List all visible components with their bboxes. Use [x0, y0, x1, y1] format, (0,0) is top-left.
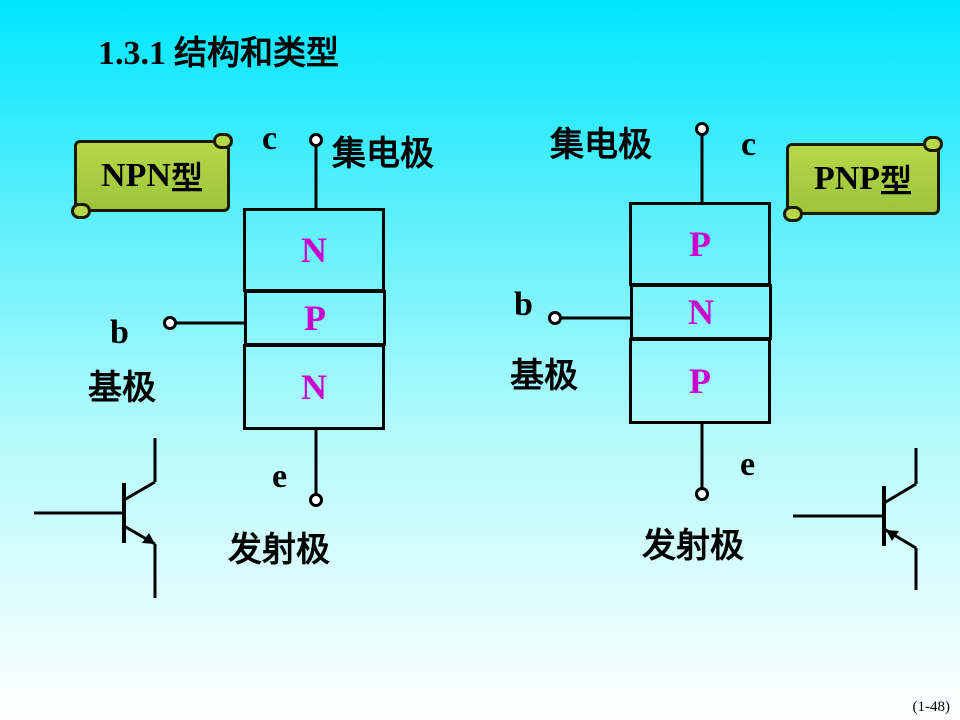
pnp-layer-emitter: P: [629, 338, 771, 424]
pnp-emitter-letter: e: [740, 446, 756, 483]
npn-badge-type: NPN: [101, 157, 171, 194]
pnp-layer-collector: P: [629, 202, 771, 286]
npn-collector-name: 集电极: [332, 134, 434, 174]
npn-badge-suffix: 型: [170, 159, 203, 197]
npn-emitter-letter: e: [272, 458, 288, 495]
pnp-collector-letter: c: [741, 126, 757, 163]
pnp-collector-terminal: [695, 122, 709, 136]
npn-layer-base: P: [244, 290, 386, 346]
npn-transistor-symbol-icon: [34, 438, 157, 598]
pnp-emitter-terminal: [695, 487, 709, 501]
npn-collector-terminal: [309, 133, 323, 147]
pnp-badge-suffix: 型: [880, 162, 913, 200]
page-number: (1-48): [912, 699, 951, 715]
npn-emitter-name: 发射极: [228, 530, 330, 570]
pnp-collector-name: 集电极: [550, 125, 652, 165]
pnp-badge-type: PNP: [813, 160, 881, 197]
pnp-layer-base: N: [630, 284, 772, 340]
npn-base-name: 基极: [88, 368, 156, 408]
npn-layer-collector: N: [243, 208, 385, 292]
npn-base-terminal: [163, 316, 177, 330]
npn-layer-emitter: N: [243, 344, 385, 430]
pnp-transistor-symbol-icon: [793, 448, 918, 590]
section-title: 结构和类型: [174, 33, 339, 72]
section-number: 1.3.1: [98, 35, 166, 72]
npn-emitter-terminal: [309, 493, 323, 507]
pnp-base-terminal: [548, 311, 562, 325]
pnp-base-letter: b: [514, 286, 533, 323]
pnp-emitter-name: 发射极: [642, 526, 744, 566]
npn-collector-letter: c: [262, 120, 278, 157]
npn-base-letter: b: [110, 314, 129, 351]
pnp-base-name: 基极: [510, 356, 578, 396]
